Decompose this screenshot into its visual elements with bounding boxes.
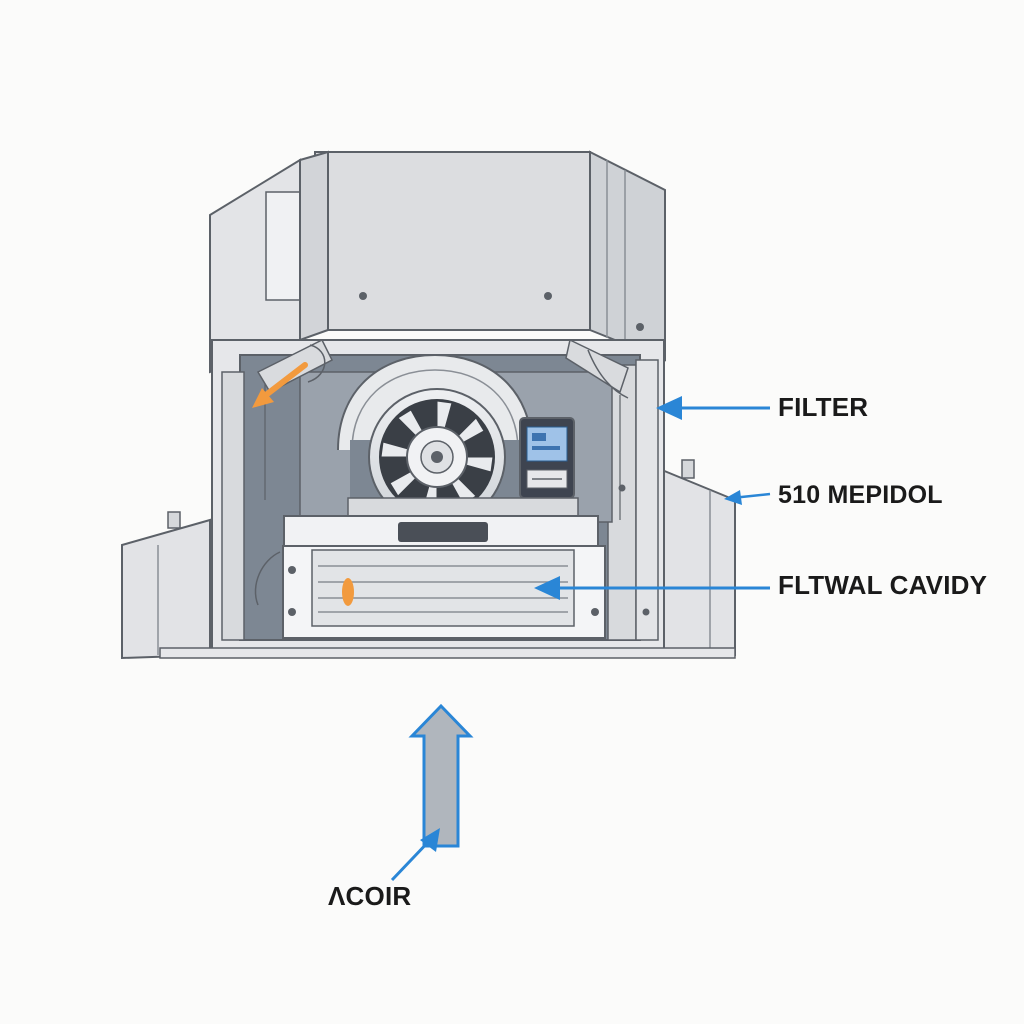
accent-marker-filter: [342, 578, 354, 606]
left-wing: [121, 511, 211, 660]
right-wing: [661, 459, 736, 656]
pointer-cavity: [534, 576, 770, 600]
label-model: 510 MEPIDOL: [778, 481, 943, 509]
pointer-filter: [656, 396, 770, 420]
right-bracket: [565, 338, 629, 399]
accent-arrow-upper: [252, 362, 308, 408]
left-bracket: [256, 338, 334, 393]
pointer-inlet: [390, 828, 440, 882]
top-housing: [209, 150, 666, 374]
control-display-icon: [519, 417, 575, 499]
label-filter: FILTER: [778, 392, 869, 422]
up-arrow-icon: [408, 703, 474, 848]
base-plate: [159, 647, 736, 659]
label-inlet: ΛCOIR: [328, 881, 412, 911]
pointer-model: [724, 490, 771, 505]
filter-tray: [254, 515, 606, 639]
label-cavity: FLTWAL CAVIDY: [778, 570, 988, 600]
